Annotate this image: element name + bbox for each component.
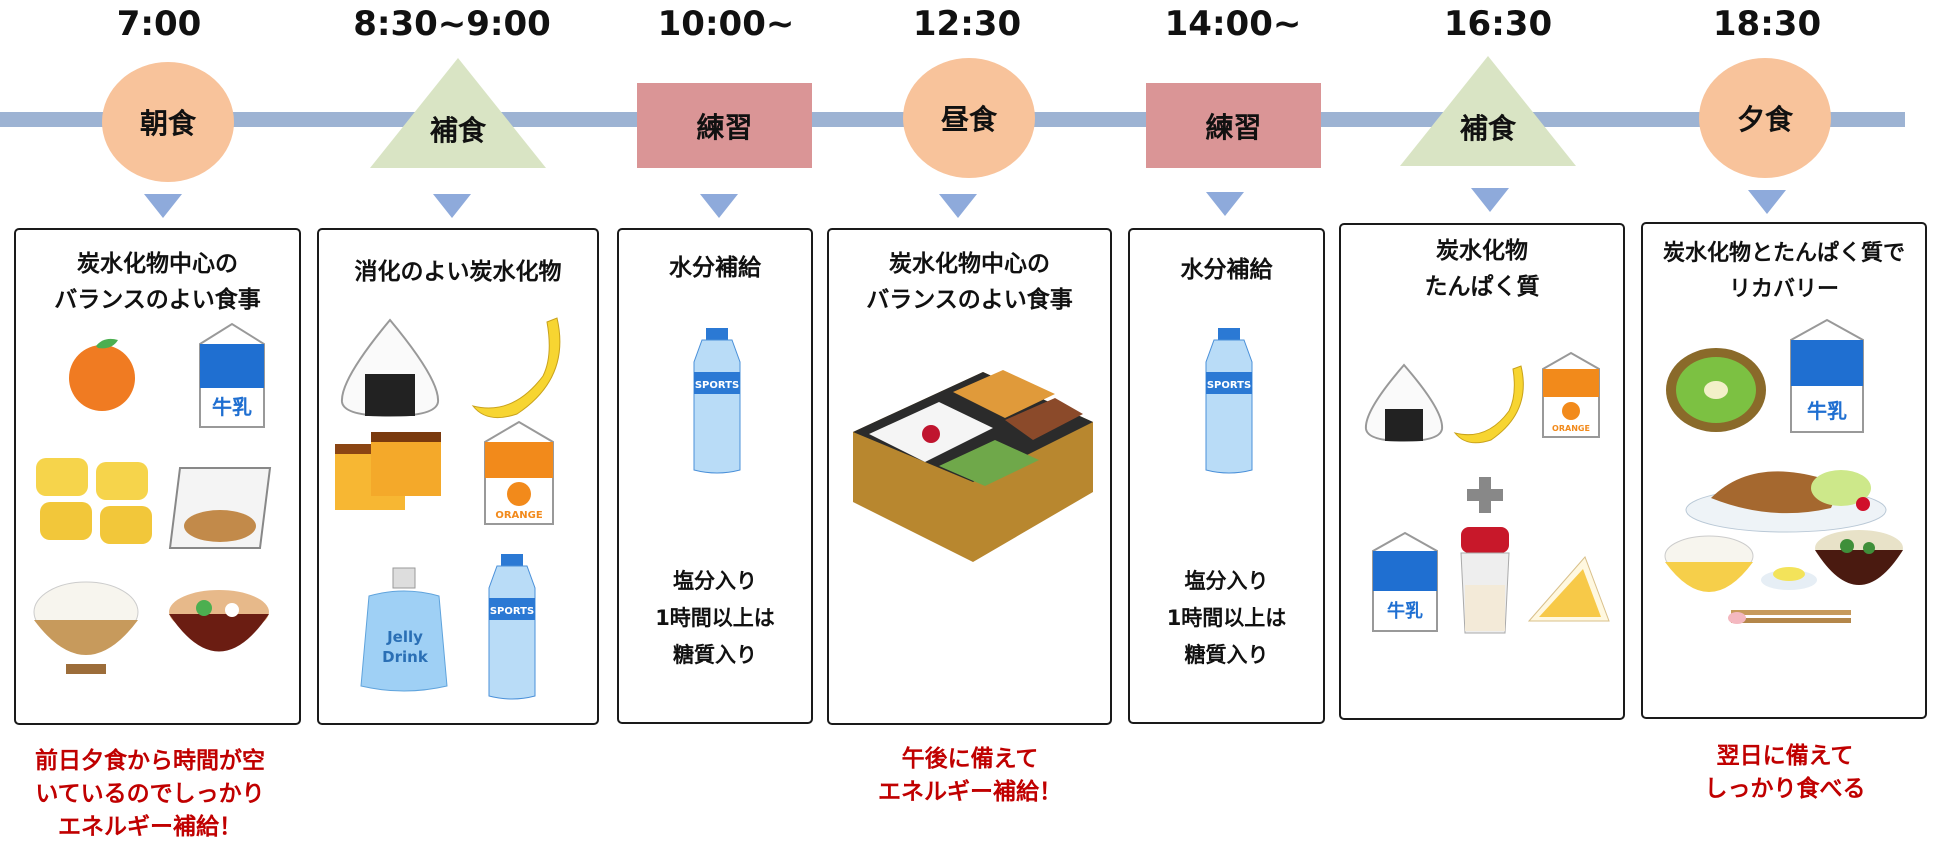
rolled-omelette-icon: [36, 458, 152, 544]
panel-note: 塩分入り 1時間以上は 糖質入り: [1166, 569, 1287, 667]
caption-lunch: 午後に備えて エネルギー補給！: [878, 746, 1062, 805]
panel-lunch: 炭水化物中心の バランスのよい食事: [827, 228, 1112, 725]
sports-label: SPORTS: [490, 606, 534, 617]
panel-afternoon-snack: 炭水化物 たんぱく質 ORANGE 牛乳: [1339, 223, 1625, 720]
node-label: 昼食: [940, 103, 997, 136]
meal-node-dinner: 夕食: [1699, 58, 1831, 178]
miso-soup-icon: [169, 590, 269, 652]
sports-label: SPORTS: [1207, 380, 1251, 391]
mandarin-orange-icon: [69, 338, 135, 411]
sports-drink-bottle-icon: SPORTS: [693, 328, 741, 474]
down-arrow-icon: [1471, 188, 1509, 212]
node-label: 補食: [429, 114, 486, 147]
milk-label: 牛乳: [1807, 399, 1847, 423]
rice-ball-icon: [340, 318, 440, 418]
time-label: 16:30: [1443, 4, 1553, 44]
kiwi-icon: [1666, 348, 1766, 432]
sandwich-icon: [1527, 556, 1610, 622]
protein-shaker-icon: [1460, 527, 1510, 634]
time-label: 7:00: [116, 4, 202, 44]
down-arrow-icon: [144, 194, 182, 218]
time-label: 8:30~9:00: [353, 4, 551, 44]
milk-label: 牛乳: [1387, 600, 1423, 622]
panel-afternoon-practice: 水分補給 SPORTS 塩分入り 1時間以上は 糖質入り: [1128, 228, 1325, 724]
banana-icon: [471, 317, 561, 419]
bento-box-icon: [853, 370, 1093, 562]
orange-juice-carton-icon: ORANGE: [1542, 351, 1600, 438]
ginger-pork-plate-icon: [1685, 470, 1887, 533]
orange-label: ORANGE: [1552, 424, 1590, 433]
panel-note: 塩分入り 1時間以上は 糖質入り: [655, 569, 775, 667]
practice-node-morning: 練習: [637, 83, 812, 168]
snack-node-afternoon: 補食: [1400, 56, 1576, 166]
castella-cake-icon: [335, 432, 441, 510]
down-arrow-icon: [939, 194, 977, 218]
caption-dinner: 翌日に備えて しっかり食べる: [1704, 743, 1866, 802]
sports-drink-bottle-icon: SPORTS: [1205, 328, 1253, 474]
panel-title: 消化のよい炭水化物: [354, 259, 562, 285]
down-arrow-icon: [700, 194, 738, 218]
rice-bowl-icon: [1664, 535, 1754, 592]
time-label: 10:00~: [657, 4, 795, 44]
pickles-dish-icon: [1761, 567, 1817, 590]
rice-ball-icon: [1364, 363, 1444, 443]
down-arrow-icon: [1748, 190, 1786, 214]
panel-dinner: 炭水化物とたんぱく質で リカバリー 牛乳: [1641, 222, 1927, 719]
chopsticks-icon: [1728, 610, 1851, 624]
panel-morning-snack: 消化のよい炭水化物 ORANGE Jelly Drink SPORTS: [317, 228, 599, 725]
milk-carton-icon: 牛乳: [199, 322, 265, 428]
orange-label: ORANGE: [495, 510, 543, 521]
rice-bowl-icon: [33, 581, 139, 674]
panel-breakfast: 炭水化物中心の バランスのよい食事 牛乳: [14, 228, 301, 725]
plus-icon: [1467, 477, 1503, 513]
down-arrow-icon: [433, 194, 471, 218]
sports-drink-bottle-icon: SPORTS: [488, 554, 536, 700]
node-label: 練習: [696, 110, 753, 144]
node-label: 夕食: [1736, 103, 1793, 136]
sports-label: SPORTS: [695, 380, 739, 391]
jelly-drink-icon: Jelly Drink: [360, 567, 448, 692]
node-label: 補食: [1459, 112, 1516, 145]
node-label: 練習: [1205, 110, 1262, 144]
panel-title: 炭水化物中心の バランスのよい食事: [54, 251, 261, 313]
caption-breakfast: 前日夕食から時間が空 いているのでしっかり エネルギー補給！: [35, 748, 265, 840]
time-label: 18:30: [1712, 4, 1822, 44]
panel-morning-practice: 水分補給 SPORTS 塩分入り 1時間以上は 糖質入り: [617, 228, 813, 724]
panel-title: 水分補給: [669, 255, 761, 281]
miso-soup-icon: [1815, 530, 1903, 585]
practice-node-afternoon: 練習: [1146, 83, 1321, 168]
node-label: 朝食: [139, 107, 196, 140]
jelly-label: Drink: [382, 648, 429, 666]
triangle-shape: [370, 58, 546, 168]
milk-label: 牛乳: [212, 395, 252, 419]
down-arrow-icon: [1206, 192, 1244, 216]
milk-carton-icon: 牛乳: [1372, 531, 1438, 632]
panel-title: 炭水化物中心の バランスのよい食事: [866, 251, 1073, 313]
meal-node-lunch: 昼食: [903, 58, 1035, 178]
panel-title: 炭水化物とたんぱく質で リカバリー: [1662, 241, 1905, 302]
milk-carton-icon: 牛乳: [1790, 318, 1864, 433]
panel-title: 炭水化物 たんぱく質: [1424, 238, 1540, 300]
jelly-label: Jelly: [386, 628, 423, 646]
time-label: 12:30: [912, 4, 1022, 44]
orange-juice-carton-icon: ORANGE: [484, 420, 554, 525]
time-label: 14:00~: [1164, 4, 1302, 44]
panel-title: 水分補給: [1180, 257, 1273, 283]
banana-icon: [1453, 365, 1524, 444]
meal-node-breakfast: 朝食: [102, 62, 234, 182]
triangle-shape: [1400, 56, 1576, 166]
snack-node-morning: 補食: [370, 58, 546, 168]
natto-pack-icon: [168, 467, 272, 549]
